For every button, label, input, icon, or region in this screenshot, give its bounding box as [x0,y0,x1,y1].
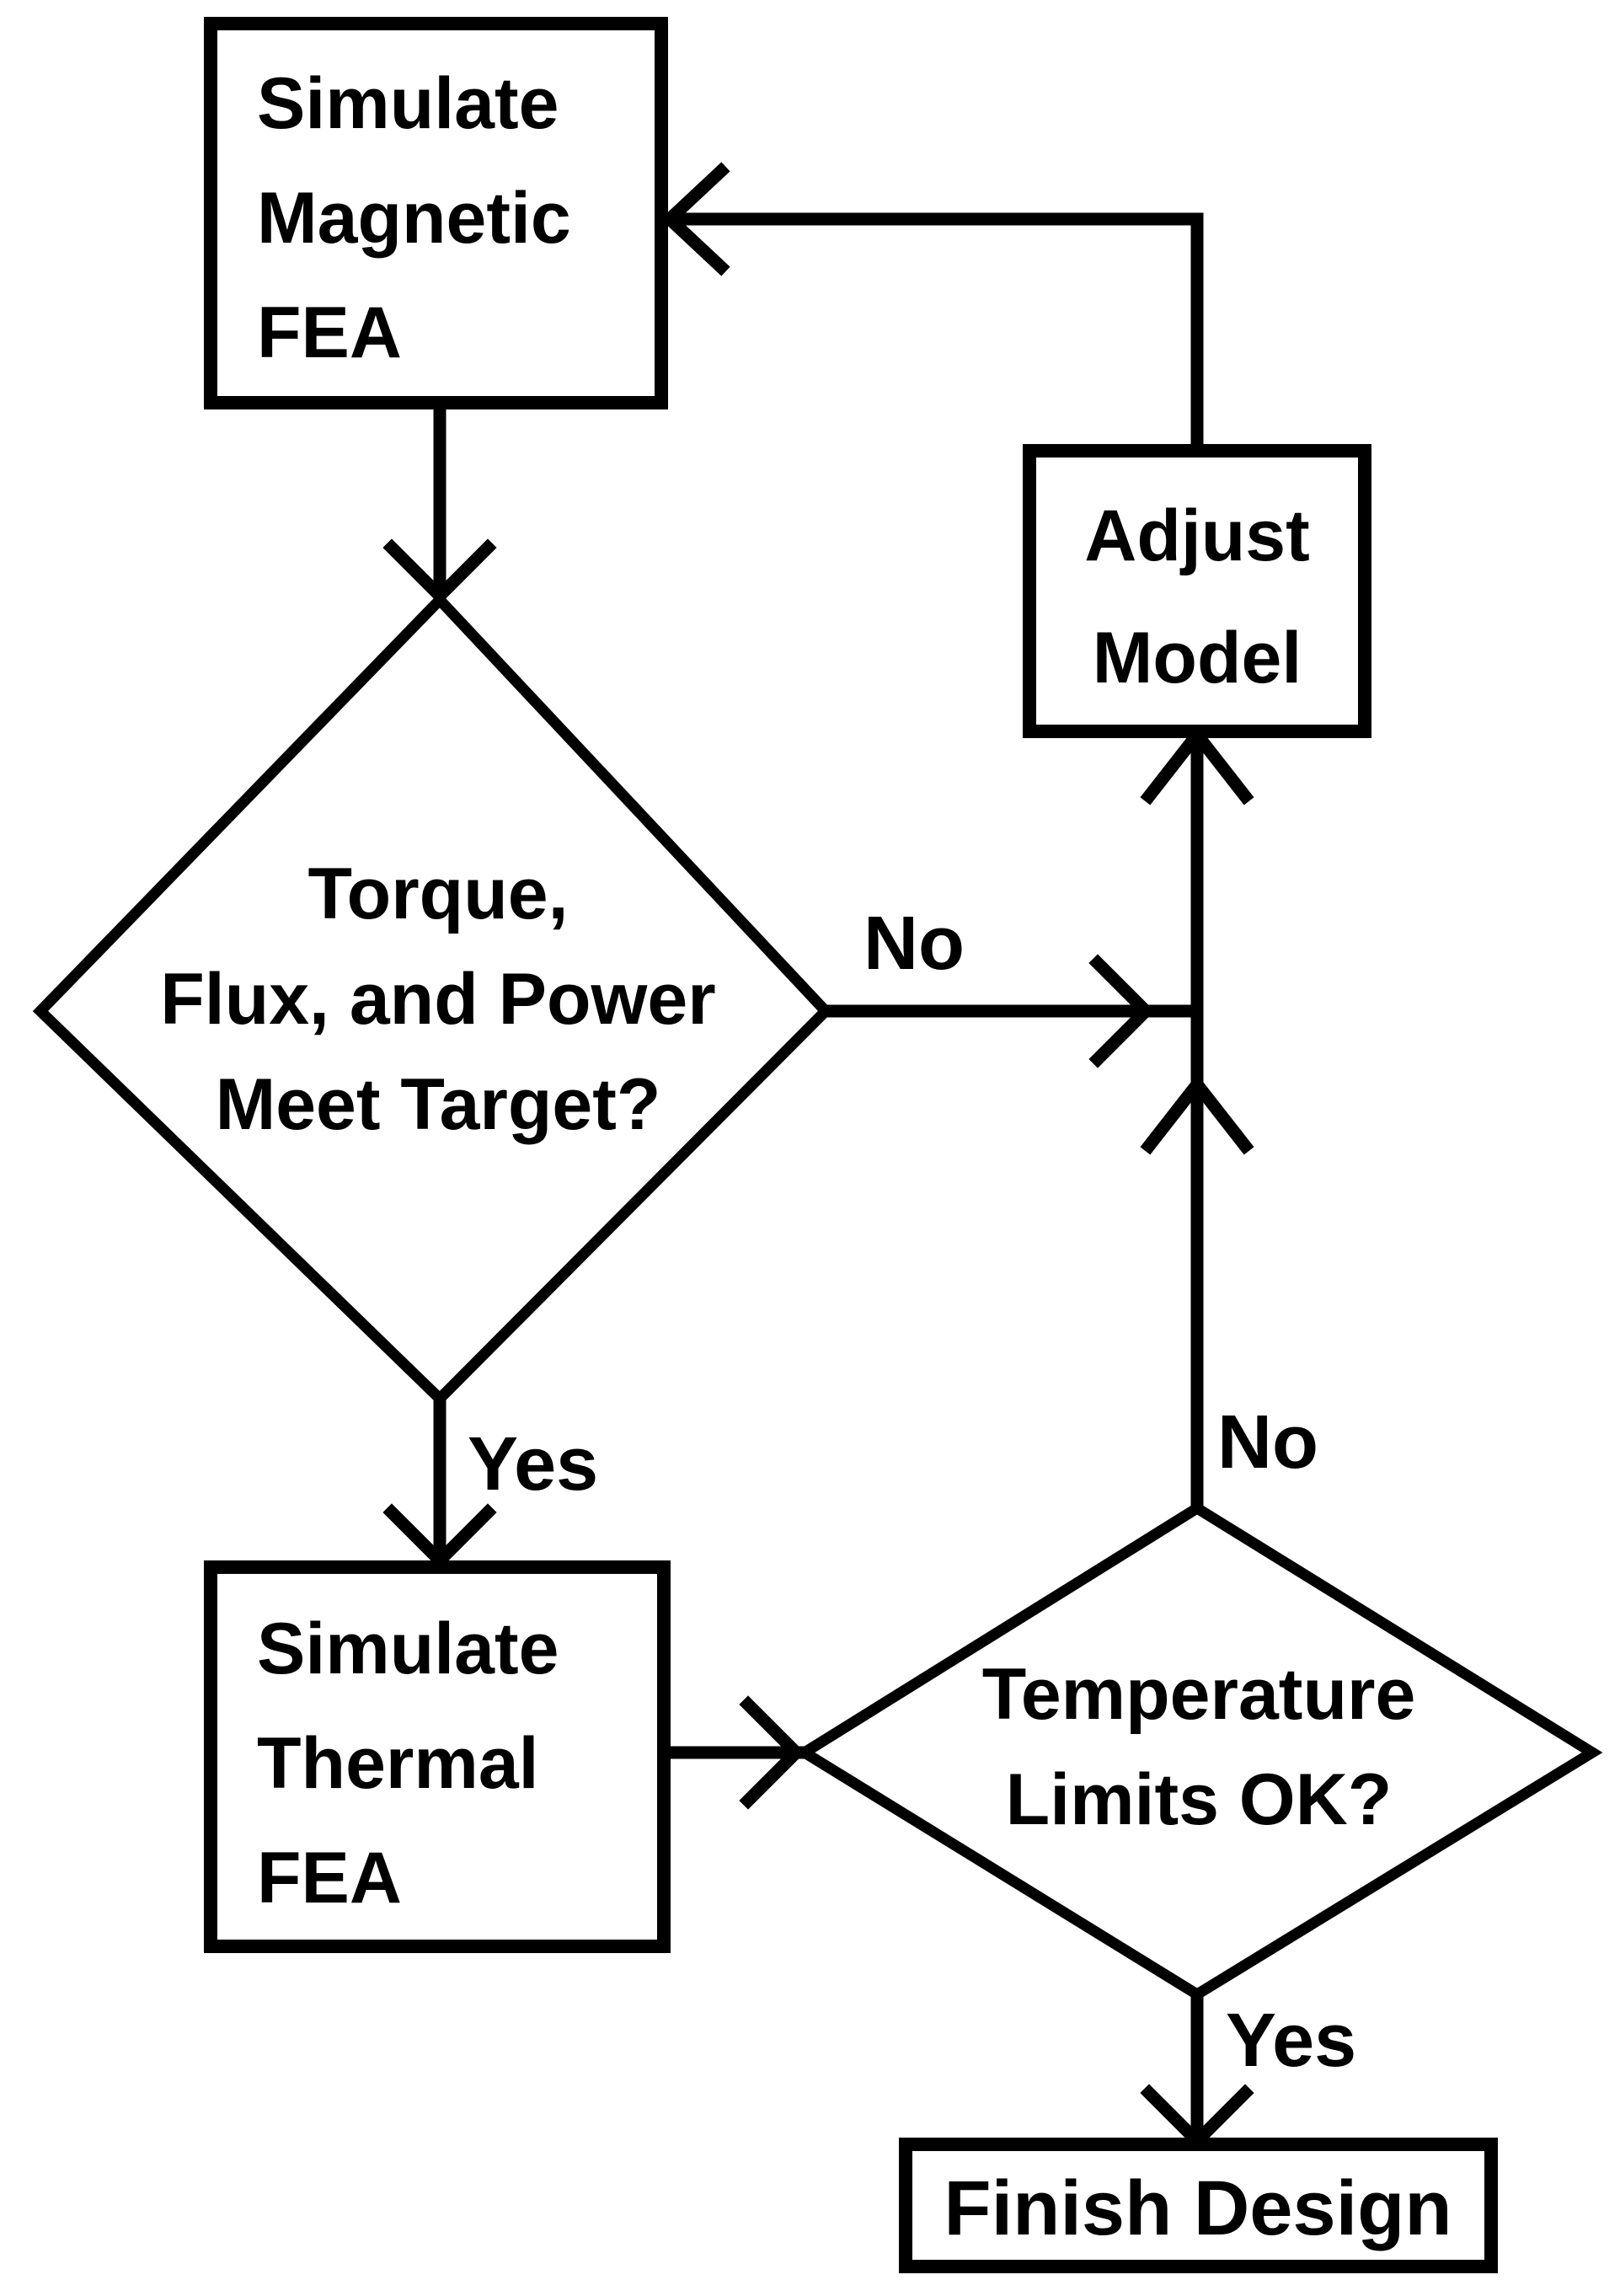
edge-torque-no [826,954,1203,1068]
node-label-line: Thermal [257,1723,539,1804]
node-label-line: FEA [257,1838,402,1919]
node-label-line: Temperature [982,1654,1416,1735]
node-label-line: Adjust [1084,495,1310,576]
decision-diamond-temperature: Temperature Limits OK? [794,1501,1603,2001]
edge-adjust-to-magnetic [660,162,1204,451]
arrowhead-left-icon [660,162,730,276]
edge-junction-to-adjust [1140,724,1254,1508]
node-label-line: Simulate [257,1608,559,1689]
node-label-line: Simulate [257,63,559,144]
node-label-line: Flux, and Power [160,959,715,1040]
node-label-line: Meet Target? [216,1064,661,1145]
edge-label-yes: Yes [1226,1999,1356,2083]
node-label-line: FEA [257,292,402,373]
decision-diamond-torque-shape [32,591,834,1407]
process-box-finish-design-shape [899,2138,1498,2273]
decision-diamond-temperature-shape [794,1501,1603,2001]
process-box-finish-design: Finish Design [899,2138,1498,2273]
edge-magnetic-to-torque [382,403,497,605]
process-box-simulate-magnetic: Simulate Magnetic FEA [204,17,668,409]
node-label-line: Limits OK? [1006,1759,1393,1840]
edge-label-no: No [863,902,965,986]
process-box-adjust-model: Adjust Model [1023,444,1371,738]
process-box-adjust-model-shape [1023,444,1371,738]
node-label-line: Torque, [308,854,569,934]
node-label-line: Model [1093,618,1302,698]
arrowhead-right-icon [1088,954,1155,1068]
process-box-simulate-magnetic-shape [204,17,668,409]
process-box-simulate-thermal: Simulate Thermal FEA [204,1560,671,1953]
process-box-simulate-thermal-shape [204,1560,671,1953]
edge-label-yes: Yes [468,1422,598,1507]
edge-label-no: No [1217,1400,1318,1485]
node-label-line: Finish Design [944,2165,1452,2251]
arrowhead-up-midline-icon [1140,1073,1254,1155]
decision-diamond-torque: Torque, Flux, and Power Meet Target? [32,591,834,1407]
node-label-line: Magnetic [257,178,571,259]
edge-thermal-to-temperature [664,1695,805,1810]
edge-adjust-to-magnetic-line [672,212,1204,451]
